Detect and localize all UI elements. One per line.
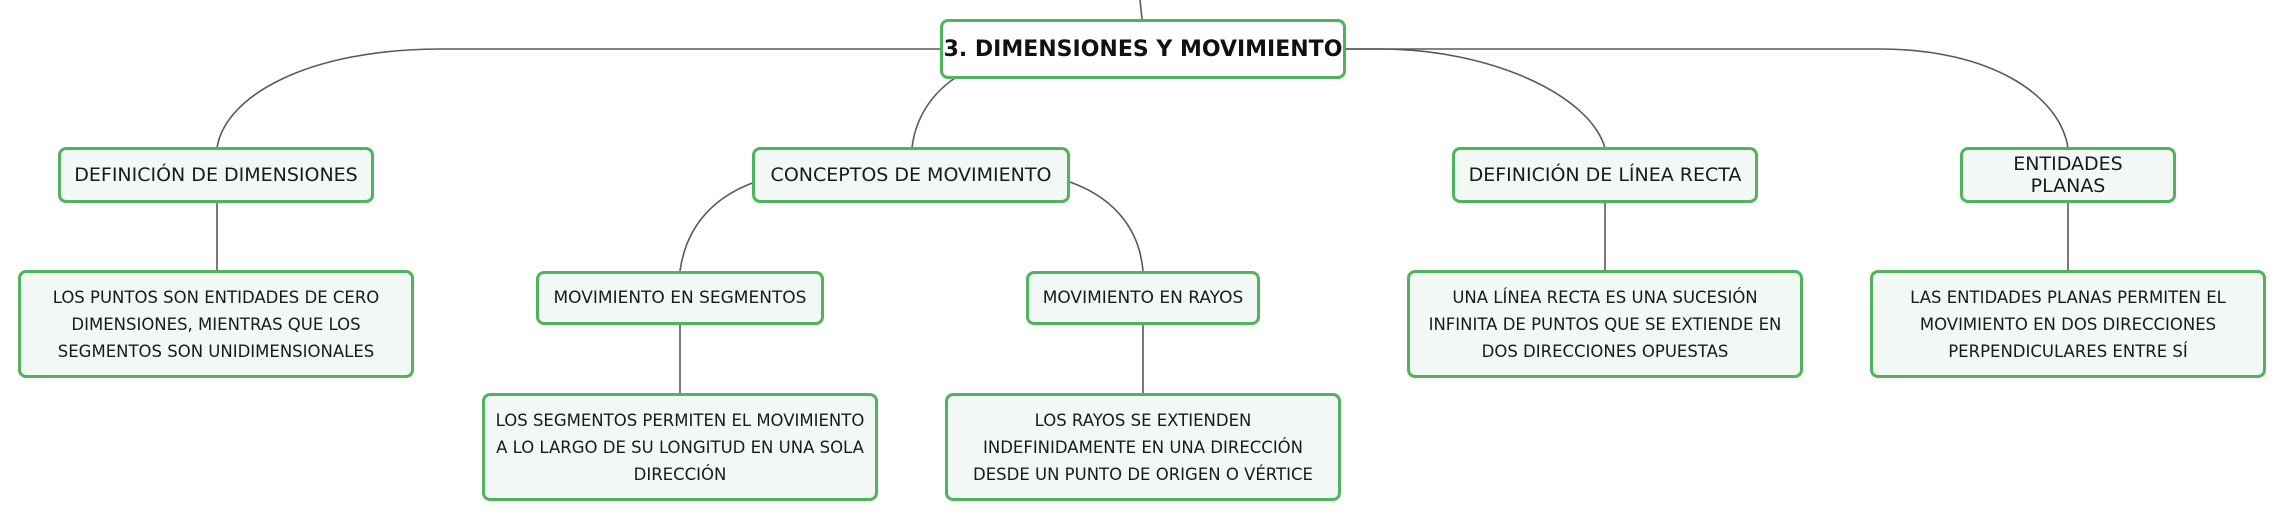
- root-topic[interactable]: 3. DIMENSIONES Y MOVIMIENTO: [940, 19, 1346, 79]
- connector-root-entidades: [1346, 48, 2069, 149]
- detail-rayos[interactable]: LOS RAYOS SE EXTIENDEN INDEFINIDAMENTE E…: [945, 393, 1341, 501]
- connector-root-dimensiones: [216, 48, 940, 149]
- detail-entidades-planas[interactable]: LAS ENTIDADES PLANAS PERMITEN EL MOVIMIE…: [1870, 270, 2266, 378]
- detail-linea-recta[interactable]: UNA LÍNEA RECTA ES UNA SUCESIÓN INFINITA…: [1407, 270, 1803, 378]
- topic-definicion-linea-recta[interactable]: DEFINICIÓN DE LÍNEA RECTA: [1452, 147, 1758, 203]
- detail-segmentos[interactable]: LOS SEGMENTOS PERMITEN EL MOVIMIENTO A L…: [482, 393, 878, 501]
- connector-root-conceptos: [911, 77, 956, 149]
- connector-conceptos-rayos: [1069, 181, 1144, 272]
- subtopic-movimiento-rayos[interactable]: MOVIMIENTO EN RAYOS: [1026, 271, 1260, 325]
- detail-dimensiones[interactable]: LOS PUNTOS SON ENTIDADES DE CERO DIMENSI…: [18, 270, 414, 378]
- subtopic-movimiento-segmentos[interactable]: MOVIMIENTO EN SEGMENTOS: [536, 271, 824, 325]
- topic-conceptos-movimiento[interactable]: CONCEPTOS DE MOVIMIENTO: [752, 147, 1070, 203]
- topic-entidades-planas[interactable]: ENTIDADES PLANAS: [1960, 147, 2176, 203]
- connector-root-linea-recta: [1346, 48, 1606, 149]
- connector-parent-stub: [1139, 0, 1143, 20]
- connector-conceptos-segmentos: [679, 181, 756, 272]
- topic-definicion-dimensiones[interactable]: DEFINICIÓN DE DIMENSIONES: [58, 147, 374, 203]
